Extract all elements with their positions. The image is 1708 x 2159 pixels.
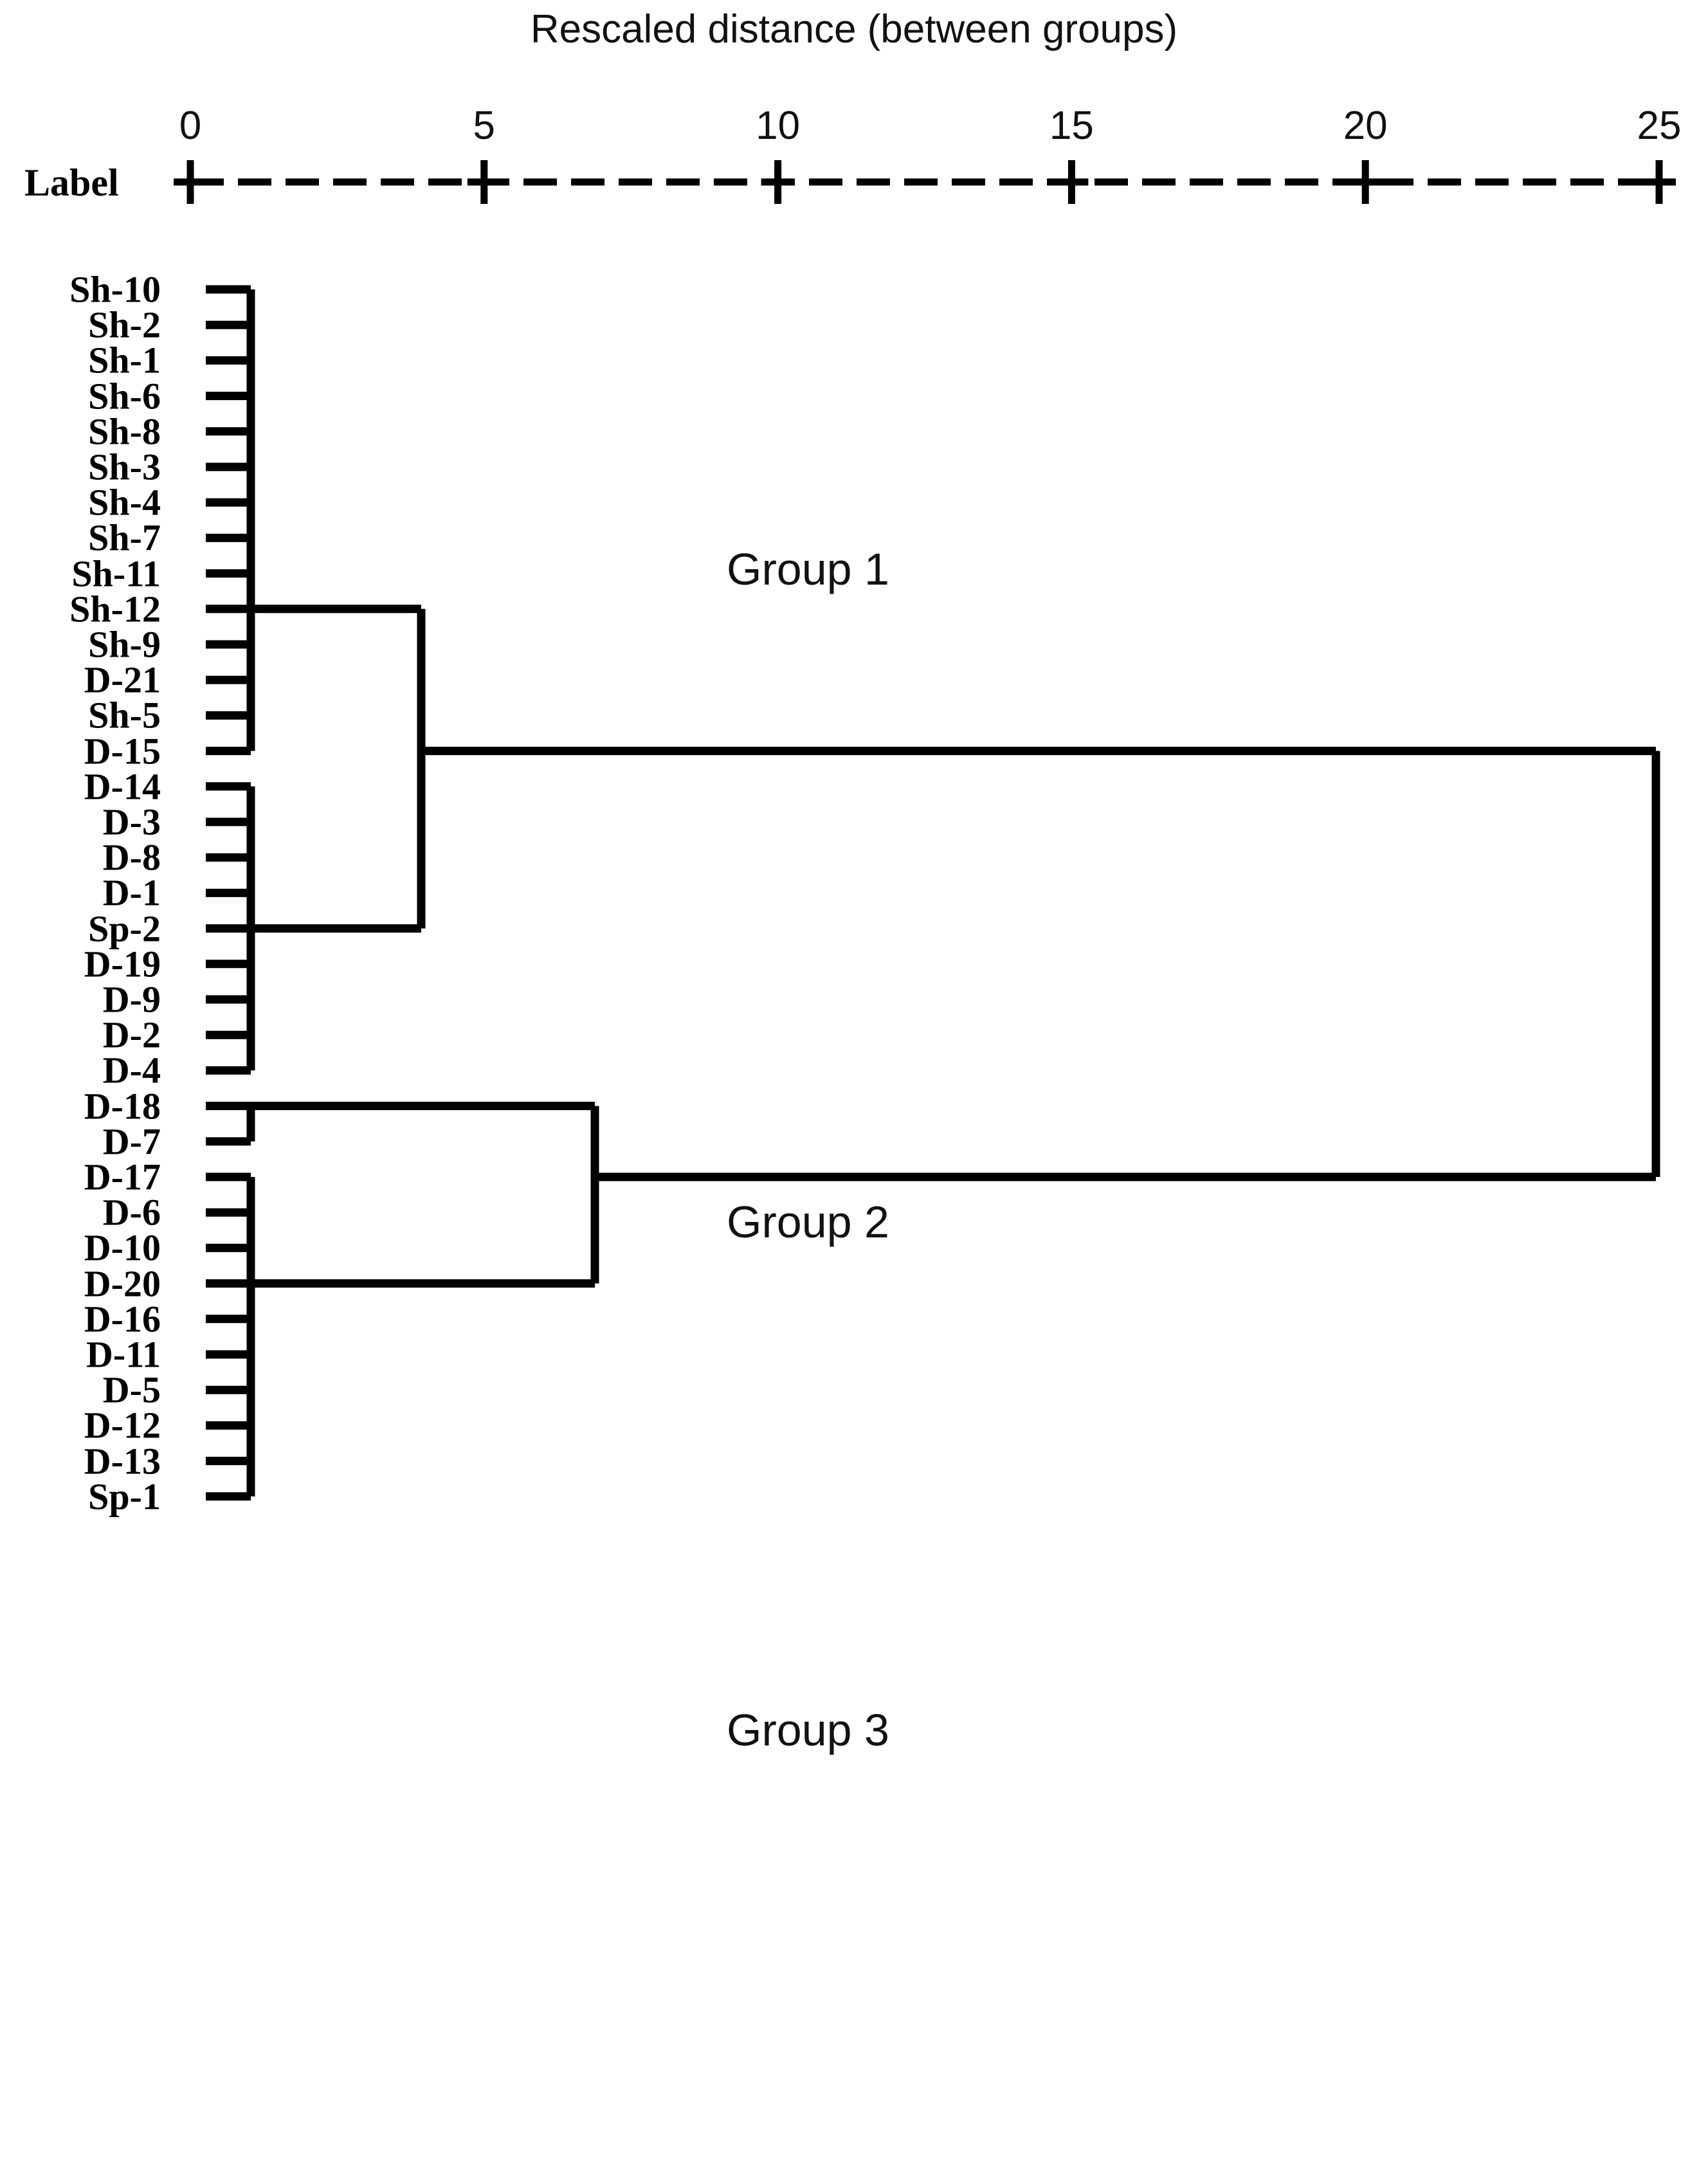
leaf-label-d-4: D-4	[102, 1049, 161, 1091]
x-tick-label-5: 5	[473, 104, 496, 148]
x-tick-label-10: 10	[756, 104, 801, 148]
group-annotation-2: Group 2	[727, 1197, 889, 1247]
leaf-label-d-21: D-21	[84, 659, 161, 701]
leaf-label-d-3: D-3	[102, 801, 161, 843]
group-annotation-3: Group 3	[727, 1705, 889, 1755]
leaf-label-sh-11: Sh-11	[71, 552, 161, 595]
x-tick-label-20: 20	[1343, 104, 1388, 148]
leaf-label-d-15: D-15	[84, 730, 161, 772]
leaf-label-d-13: D-13	[84, 1440, 161, 1482]
leaf-label-sh-4: Sh-4	[88, 481, 161, 524]
leaf-label-d-19: D-19	[84, 943, 161, 985]
leaf-label-sh-7: Sh-7	[88, 516, 161, 559]
leaf-label-sh-2: Sh-2	[88, 304, 161, 346]
leaf-label-d-8: D-8	[102, 836, 161, 879]
group-annotation-1: Group 1	[727, 544, 889, 594]
leaf-label-sh-6: Sh-6	[88, 375, 161, 417]
leaf-label-sh-5: Sh-5	[88, 694, 161, 736]
dendrogram-links	[206, 285, 1660, 1501]
leaf-label-sh-1: Sh-1	[88, 339, 161, 381]
leaf-label-d-9: D-9	[102, 978, 161, 1021]
leaf-label-d-17: D-17	[84, 1156, 161, 1198]
leaf-label-d-5: D-5	[102, 1369, 161, 1411]
leaf-label-d-12: D-12	[84, 1404, 161, 1446]
leaf-label-d-1: D-1	[102, 871, 161, 914]
x-tick-label-25: 25	[1637, 104, 1682, 148]
leaf-label-d-11: D-11	[86, 1333, 161, 1376]
x-axis	[174, 160, 1676, 204]
leaf-label-sh-3: Sh-3	[88, 446, 161, 488]
leaf-label-d-7: D-7	[102, 1120, 161, 1163]
leaf-label-sh-9: Sh-9	[88, 623, 161, 666]
leaf-label-sh-10: Sh-10	[69, 268, 161, 311]
leaf-label-sp-2: Sp-2	[88, 907, 161, 950]
axis-title: Rescaled distance (between groups)	[530, 7, 1178, 51]
x-tick-label-0: 0	[179, 104, 202, 148]
leaf-label-d-18: D-18	[84, 1085, 161, 1127]
leaf-label-sh-8: Sh-8	[88, 410, 161, 453]
leaf-label-d-16: D-16	[84, 1298, 161, 1340]
leaf-label-d-2: D-2	[102, 1014, 161, 1056]
label-column-header: Label	[24, 161, 119, 204]
leaf-label-d-20: D-20	[84, 1262, 161, 1305]
leaf-label-d-10: D-10	[84, 1226, 161, 1269]
leaf-label-d-14: D-14	[84, 765, 161, 808]
leaf-label-d-6: D-6	[102, 1191, 161, 1234]
leaf-label-sh-12: Sh-12	[69, 588, 161, 630]
x-tick-label-15: 15	[1049, 104, 1094, 148]
leaf-label-sp-1: Sp-1	[88, 1475, 161, 1518]
